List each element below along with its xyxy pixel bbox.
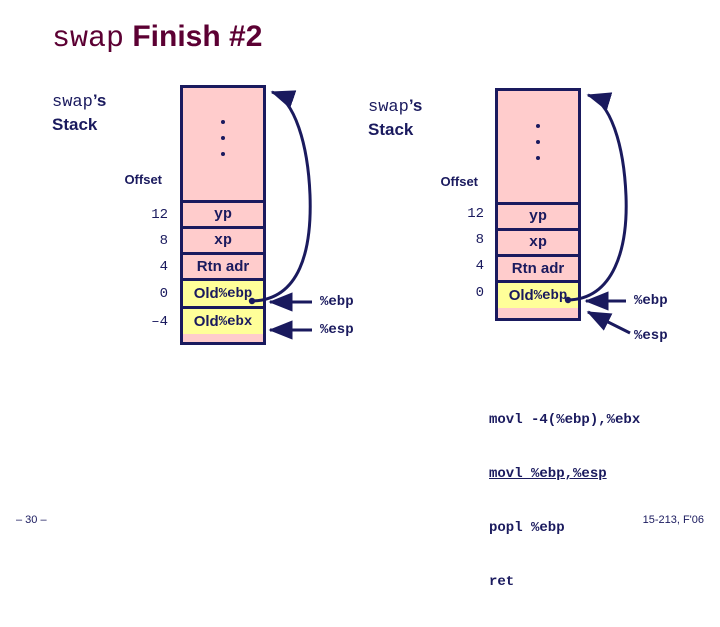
left-stack-caption-suffix: ’s [92, 91, 107, 110]
left-ebp-pointer-label: %ebp [320, 294, 354, 310]
left-stack-caption: swap’s Stack [52, 90, 106, 136]
right-stack-row-0-label-mono: %ebp [533, 287, 568, 304]
left-offset-header: Offset [124, 172, 162, 187]
left-offset-8: 8 [159, 233, 168, 249]
course-footer: 15-213, F'06 [642, 514, 704, 526]
left-stack-row-0-label-mono: %ebp [218, 285, 253, 302]
right-ebp-pointer-label: %ebp [634, 293, 668, 309]
code-block: movl -4(%ebp),%ebx movl %ebp,%esp popl %… [489, 375, 640, 627]
right-stack-row-0-label-bold: Old [508, 287, 534, 304]
right-stack-caption-line2: Stack [368, 120, 414, 139]
page-title-rest: Finish #2 [124, 20, 263, 53]
left-stack-row-minus4-label-mono: %ebx [218, 313, 253, 330]
right-stack-box: yp xp Rtn adr Old %ebp [495, 88, 581, 321]
left-stack-box: yp xp Rtn adr Old %ebp Old %ebx [180, 85, 266, 345]
code-line-3: popl %ebp [489, 520, 565, 536]
right-stack-row-8: xp [498, 228, 578, 254]
right-stack-row-4: Rtn adr [498, 254, 578, 280]
left-stack-row-12-label: yp [213, 206, 232, 223]
page-title-mono-part: swap [52, 22, 125, 56]
left-stack-caption-mono: swap [52, 93, 93, 112]
right-stack-caption-mono: swap [368, 98, 409, 117]
left-stack-caption-line2: Stack [52, 115, 98, 134]
left-offset-12: 12 [151, 207, 168, 223]
left-stack-row-12: yp [183, 200, 263, 226]
page-title: swap Finish #2 [52, 20, 262, 56]
right-stack-row-8-label: xp [528, 234, 547, 251]
code-line-4: ret [489, 574, 515, 590]
left-stack-row-minus4: Old %ebx [183, 306, 263, 334]
code-line-2-current: movl %ebp,%esp [489, 466, 607, 482]
right-esp-arrow [586, 310, 631, 335]
right-offset-8: 8 [475, 232, 484, 248]
right-stack-caption-suffix: ’s [408, 96, 423, 115]
slide-number: – 30 – [16, 514, 47, 526]
left-stack-ellipsis [183, 98, 263, 178]
right-stack-row-12: yp [498, 202, 578, 228]
left-offset-minus4: –4 [151, 314, 168, 330]
right-offset-12: 12 [467, 206, 484, 222]
left-stack-row-8-label: xp [213, 232, 232, 249]
right-stack-ellipsis [498, 103, 578, 181]
left-stack-row-4-label: Rtn adr [196, 258, 250, 275]
right-offset-header: Offset [440, 174, 478, 189]
left-stack-row-4: Rtn adr [183, 252, 263, 278]
left-offset-4: 4 [159, 259, 168, 275]
left-offset-0: 0 [159, 286, 168, 302]
right-stack-row-0: Old %ebp [498, 280, 578, 308]
right-esp-pointer-label: %esp [634, 328, 668, 344]
left-stack-row-0: Old %ebp [183, 278, 263, 306]
right-stack-row-4-label: Rtn adr [511, 260, 565, 277]
right-stack-caption: swap’s Stack [368, 95, 422, 141]
left-stack-row-0-label-bold: Old [193, 285, 219, 302]
right-offset-0: 0 [475, 285, 484, 301]
code-line-1: movl -4(%ebp),%ebx [489, 412, 641, 428]
right-offset-4: 4 [475, 258, 484, 274]
right-stack-row-12-label: yp [528, 208, 547, 225]
left-esp-pointer-label: %esp [320, 322, 354, 338]
slide-canvas: swap Finish #2 swap’s Stack Offset yp xp… [16, 20, 704, 590]
left-stack-row-minus4-label-bold: Old [193, 313, 219, 330]
left-stack-row-8: xp [183, 226, 263, 252]
